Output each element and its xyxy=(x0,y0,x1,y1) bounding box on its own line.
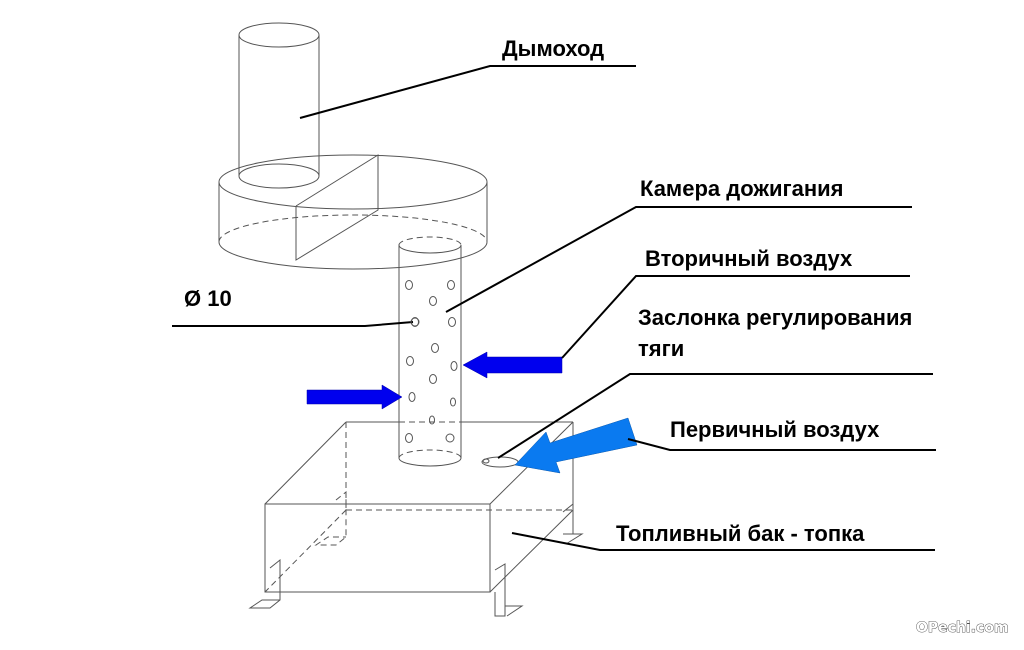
label-primary-air: Первичный воздух xyxy=(670,417,880,442)
label-hole-diameter: Ø 10 xyxy=(184,286,232,311)
label-chimney: Дымоход xyxy=(502,36,604,61)
watermark: OPechi.com xyxy=(916,620,1009,636)
leader-primary-air xyxy=(627,438,936,451)
leader-secondary-air xyxy=(561,275,910,359)
leader-damper xyxy=(497,373,933,459)
leader-chimney xyxy=(299,65,636,119)
leader-afterburn xyxy=(445,206,912,313)
leader-fuel-tank xyxy=(511,532,935,551)
afterburn-pipe xyxy=(398,236,462,467)
upper-drum xyxy=(218,154,488,270)
label-damper-line2: тяги xyxy=(638,336,684,361)
label-afterburn-chamber: Камера дожигания xyxy=(640,176,844,201)
label-secondary-air: Вторичный воздух xyxy=(645,246,853,271)
primary-air-arrow xyxy=(514,417,638,474)
pointed-hole xyxy=(410,317,420,327)
damper xyxy=(481,456,519,468)
secondary-air-arrow-left xyxy=(306,384,403,410)
label-damper-line1: Заслонка регулирования xyxy=(638,305,912,330)
label-fuel-tank: Топливный бак - топка xyxy=(616,521,865,546)
chimney-pipe xyxy=(238,22,320,189)
secondary-air-arrow-right xyxy=(462,351,563,379)
air-holes xyxy=(405,280,458,443)
fuel-tank-box xyxy=(248,421,584,617)
leader-hole-diameter xyxy=(172,321,414,327)
